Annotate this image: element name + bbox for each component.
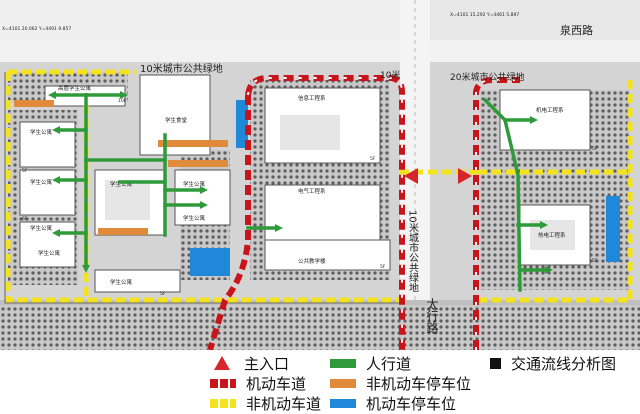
- pedestrian-arrowheads: [48, 91, 553, 274]
- legend: 主入口 人行道 交通流线分析图 机动车道 非机动车停车位 非机动车道 机动车停车…: [200, 352, 640, 414]
- label-canteen: 学生食堂: [165, 116, 188, 124]
- building-dorm-5: [174, 169, 231, 226]
- survey-coords-east: X=4101 15.292 Y=4461 5.897: [450, 12, 519, 18]
- legend-item-non-vehicle-road: 非机动车道: [210, 394, 322, 413]
- main-entrance-east: [458, 168, 472, 184]
- legend-label: 人行道: [366, 354, 412, 373]
- building-dorm-6: [94, 269, 181, 293]
- north-area: [0, 0, 400, 40]
- legend-item-pedestrian: 人行道: [330, 354, 412, 373]
- swatch-icon: [210, 378, 236, 388]
- label-dorm-5: 学生公寓: [183, 180, 206, 188]
- building-public-teaching: [264, 239, 391, 271]
- floor-tag: 5F: [160, 291, 166, 297]
- legend-label: 主入口: [244, 354, 290, 373]
- label-mech-eng: 机电工程系: [536, 106, 564, 114]
- label-dorm-1: 学生公寓: [30, 128, 53, 136]
- label-dorm-2: 学生公寓: [30, 178, 53, 186]
- floor-tag: 5F: [22, 168, 28, 174]
- greenbelt-label-middle: 10米城市公共绿地: [407, 210, 419, 293]
- legend-label: 机动车停车位: [366, 394, 457, 413]
- greenbelt-label-north: 10米城市公共绿地: [140, 62, 223, 75]
- road-label-quanxi: 泉西路: [560, 23, 593, 37]
- label-high-rise-dorm: 高层学生公寓: [58, 84, 92, 92]
- floor-tag: 10F: [118, 98, 127, 104]
- label-dorm-4: 学生公寓: [110, 180, 133, 188]
- bike-parking-areas: [14, 100, 228, 235]
- label-dorm-6: 学生公寓: [38, 249, 61, 257]
- site-plan: 高层学生公寓 学生公寓 学生公寓 学生公寓 学生公寓 学生公寓 学生公寓 学生公…: [0, 0, 640, 350]
- legend-item-main-entrance: 主入口: [210, 354, 290, 373]
- road-label-taihang: 太行路: [425, 297, 439, 335]
- floor-tag: 5F: [370, 156, 376, 162]
- label-dorm-7: 学生公寓: [110, 278, 133, 286]
- legend-label: 机动车道: [246, 374, 307, 393]
- floor-tag: 5F: [380, 264, 386, 270]
- swatch-icon: [330, 378, 356, 388]
- survey-coords-west: X=4101 20.062 Y=4491 9.857: [2, 26, 71, 32]
- legend-label: 非机动车道: [246, 394, 322, 413]
- vehicle-roads: [207, 75, 520, 350]
- legend-title-block: 交通流线分析图: [490, 354, 617, 373]
- building-elec-eng: [264, 184, 381, 241]
- swatch-icon: [330, 398, 356, 408]
- northeast-area: [430, 0, 640, 40]
- legend-item-bike-parking: 非机动车停车位: [330, 374, 472, 393]
- non-vehicle-road-edges: [4, 72, 400, 304]
- floor-tag: 6F: [22, 216, 28, 222]
- label-dorm-8: 学生公寓: [183, 214, 206, 222]
- label-public-teaching: 公共教学楼: [298, 257, 326, 265]
- main-entrance-markers: [404, 168, 472, 184]
- north-road: [0, 40, 640, 62]
- label-info-eng: 信息工程系: [298, 94, 326, 102]
- car-parking-areas: [190, 100, 620, 276]
- label-elec-eng: 电气工程系: [298, 187, 326, 195]
- label-dorm-3: 学生公寓: [30, 224, 53, 232]
- swatch-icon: [330, 358, 356, 368]
- greenbelt-label-east: 20米城市公共绿地: [450, 71, 524, 83]
- swatch-icon: [210, 398, 236, 408]
- pedestrian-paths: [54, 93, 547, 292]
- building-dorm-2: [19, 169, 76, 216]
- floor-tag: 5F: [592, 258, 598, 264]
- building-dorm-3: [19, 221, 76, 268]
- main-entrance-west: [404, 168, 418, 184]
- label-thermal-eng: 热电工程系: [538, 231, 566, 239]
- legend-label: 非机动车停车位: [366, 374, 472, 393]
- legend-title: 交通流线分析图: [511, 354, 617, 373]
- triangle-icon: [214, 356, 230, 370]
- greenbelt-label-east-short: 10米: [380, 69, 400, 81]
- floor-tag: 5F: [592, 146, 598, 152]
- square-bullet-icon: [490, 357, 501, 369]
- legend-item-vehicle-road: 机动车道: [210, 374, 307, 393]
- legend-item-car-parking: 机动车停车位: [330, 394, 457, 413]
